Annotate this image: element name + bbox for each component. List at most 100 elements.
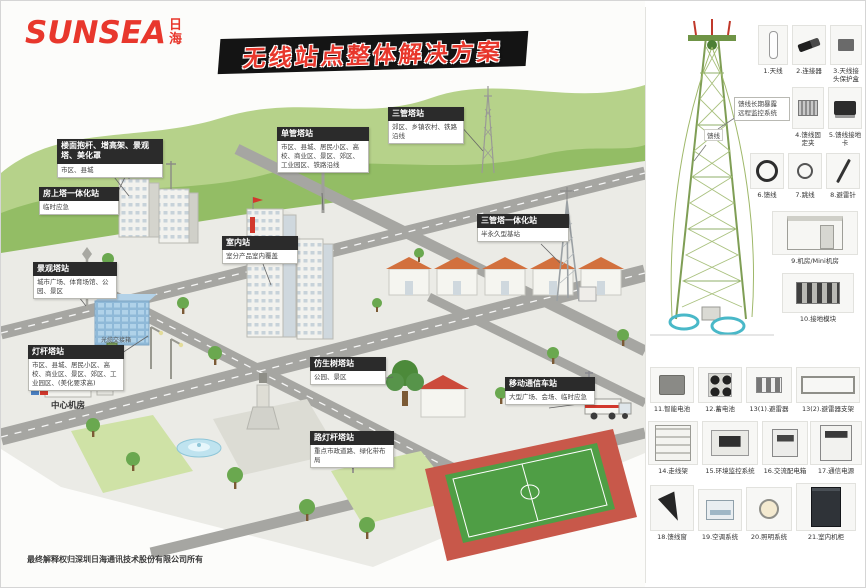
product-10-grounding-module: 10.接地模块 — [782, 273, 854, 323]
product-13b-arrester-bracket: 13(2).避雷器支架 — [796, 367, 860, 413]
callout-title: 仿生树塔站 — [310, 357, 386, 372]
product-3-protection-box: 3.天线接头保护盒 — [830, 25, 862, 83]
lighting-icon — [746, 487, 792, 531]
product-21-indoor-cabinet: 21.室内机柜 — [796, 483, 856, 541]
product-label: 1.天线 — [763, 67, 783, 75]
feeder-clamp-icon — [792, 87, 824, 129]
callout-indoor-site: 室内站 室分产品室内覆盖 — [222, 236, 298, 265]
product-label: 11.智能电池 — [653, 405, 691, 413]
product-label: 17.通信电源 — [817, 467, 855, 475]
ac-distribution-icon — [762, 421, 808, 465]
feeder-cable-icon — [750, 153, 784, 189]
callout-desc: 室分产品室内覆盖 — [222, 250, 298, 265]
callout-desc: 半永久型基站 — [477, 228, 569, 243]
callout-desc: 市区、县城 — [57, 163, 163, 178]
sports-field — [425, 429, 637, 561]
fiber-cabinet-label: 光缆交接箱 — [101, 337, 132, 344]
callout-desc: 郊区、乡镇农村、铁路沿线 — [388, 121, 464, 144]
fountain — [176, 438, 222, 458]
product-label: 21.室内机柜 — [807, 533, 845, 541]
product-label: 13(1).避雷器 — [749, 405, 789, 413]
callout-title: 室内站 — [222, 236, 298, 251]
callout-title: 单管塔站 — [277, 127, 369, 142]
grounding-kit-icon — [828, 87, 862, 129]
protection-box-icon — [830, 25, 862, 65]
footer-note: 最终解释权归深圳日海通讯技术股份有限公司所有 — [27, 555, 203, 564]
callout-desc: 城市广场、体育场馆、公园、景区 — [33, 276, 117, 299]
callout-mobile-vehicle: 移动通信车站 大型广场、会场、临时应急 — [505, 377, 595, 406]
callout-tri-tube-integrated: 三管塔一体化站 半永久型基站 — [477, 214, 569, 243]
arrester-icon — [746, 367, 792, 403]
product-label: 18.馈线窗 — [657, 533, 687, 541]
product-label: 6.馈线 — [757, 191, 777, 199]
product-17-power-supply: 17.通信电源 — [810, 421, 862, 475]
village-houses — [386, 257, 624, 418]
feeder-window-icon — [650, 485, 694, 531]
callout-desc: 重点市政道路、绿化带布局 — [310, 445, 394, 468]
feeder-label: 馈线 — [704, 129, 723, 141]
lamp-pole-towers — [150, 326, 184, 379]
plaza — [213, 399, 339, 475]
guyed-mast-illustration — [650, 19, 774, 336]
product-label: 9.机房/Mini机房 — [791, 257, 839, 265]
callout-tri-tube: 三管塔站 郊区、乡镇农村、铁路沿线 — [388, 107, 464, 144]
product-4-feeder-clamp: 4.馈线固定夹 — [792, 87, 824, 147]
product-label: 15.环境监控系统 — [705, 467, 755, 475]
product-14-cable-rack: 14.走线架 — [648, 421, 698, 475]
central-room-label: 中心机房 — [51, 401, 86, 411]
road-centerlines — [1, 172, 645, 526]
callout-title: 灯杆塔站 — [28, 345, 124, 360]
callout-title: 景观塔站 — [33, 262, 117, 277]
jumper-icon — [788, 153, 822, 189]
product-label: 13(2).避雷器支架 — [801, 405, 855, 413]
product-label: 20.照明系统 — [750, 533, 788, 541]
product-label: 7.跳线 — [795, 191, 815, 199]
callout-roof-pole: 楼面抱杆、增高架、景观塔、美化罩 市区、县城 — [57, 139, 163, 178]
power-supply-icon — [810, 421, 862, 465]
product-1-antenna: 1.天线 — [758, 25, 788, 75]
integrated-tri-tube-tower — [556, 187, 597, 302]
product-19-air-conditioner: 19.空调系统 — [698, 489, 742, 541]
callout-desc: 临时应急 — [39, 201, 119, 216]
callout-rooftop-integrated: 房上塔一体化站 临时应急 — [39, 187, 119, 216]
callout-monopole: 单管塔站 市区、县城、居民小区、高校、商业区、景区、郊区、工业园区、铁路沿线 — [277, 127, 369, 173]
callout-bionic-tree: 仿生树塔站 公园、景区 — [310, 357, 386, 386]
product-20-lighting: 20.照明系统 — [746, 487, 792, 541]
logo-cn-text: 日海 — [168, 18, 182, 47]
smart-battery-icon — [650, 367, 694, 403]
air-conditioner-icon — [698, 489, 742, 531]
product-label: 16.交流配电箱 — [763, 467, 807, 475]
product-label: 10.接地模块 — [799, 315, 837, 323]
product-6-feeder-cable: 6.馈线 — [750, 153, 784, 199]
product-label: 12.蓄电池 — [705, 405, 735, 413]
tower-monitoring-note: 馈线长期暴露 远程监控系统 — [734, 97, 790, 121]
callout-title: 三管塔站 — [388, 107, 464, 122]
product-18-feeder-window: 18.馈线窗 — [650, 485, 694, 541]
tri-tube-tower-distant — [481, 86, 495, 174]
cable-rack-icon — [648, 421, 698, 465]
product-label: 14.走线架 — [658, 467, 688, 475]
grounding-module-icon — [782, 273, 854, 313]
monument — [246, 373, 280, 430]
shelter-icon — [772, 211, 858, 255]
page-title: 无线站点整体解决方案 — [241, 39, 504, 72]
callout-title: 路灯杆塔站 — [310, 431, 394, 446]
arrester-bracket-icon — [796, 367, 860, 403]
product-15-env-monitoring: 15.环境监控系统 — [702, 421, 758, 475]
lightning-rod-icon — [826, 153, 860, 189]
callout-street-lamp-pole: 路灯杆塔站 重点市政道路、绿化带布局 — [310, 431, 394, 468]
callout-title: 房上塔一体化站 — [39, 187, 119, 202]
rooftop-pole-buildings — [118, 153, 199, 244]
product-5-grounding-kit: 5.馈线接地卡 — [828, 87, 862, 147]
product-label: 3.天线接头保护盒 — [833, 67, 859, 84]
product-7-jumper: 7.跳线 — [788, 153, 822, 199]
logo-text: SUNSEA — [25, 15, 166, 51]
product-label: 19.空调系统 — [701, 533, 739, 541]
office-towers — [246, 197, 334, 340]
product-panel: 馈线长期暴露 远程监控系统 馈线 1.天线 2.连接器 3.天线接头保护盒 4.… — [645, 7, 863, 583]
product-8-lightning-rod: 8.避雷针 — [826, 153, 860, 199]
callout-desc: 大型广场、会场、临时应急 — [505, 391, 595, 406]
product-9-shelter: 9.机房/Mini机房 — [772, 211, 858, 265]
